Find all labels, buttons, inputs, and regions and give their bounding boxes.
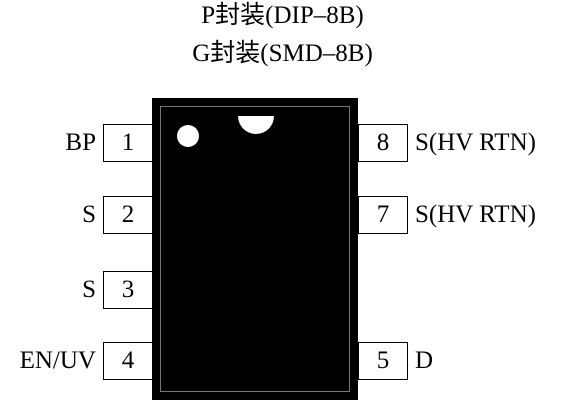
pin-8: 8 bbox=[358, 124, 408, 162]
pin-3-label: S bbox=[82, 276, 96, 303]
ic-package-body bbox=[152, 98, 358, 400]
package-title-dip: P封装(DIP–8B) bbox=[201, 2, 364, 29]
pin-4: 4 bbox=[103, 342, 153, 380]
pin-3: 3 bbox=[103, 271, 153, 309]
package-title-smd: G封装(SMD–8B) bbox=[192, 40, 373, 67]
pin-5-number: 5 bbox=[376, 347, 390, 374]
pin-5: 5 bbox=[358, 342, 408, 380]
pin-1-label: BP bbox=[65, 129, 96, 156]
pin-5-label: D bbox=[415, 347, 434, 374]
pin-1-number: 1 bbox=[121, 129, 135, 156]
pin-3-number: 3 bbox=[121, 276, 135, 303]
pin-8-label: S(HV RTN) bbox=[415, 129, 536, 156]
pin-2-label: S bbox=[82, 201, 96, 228]
pin-7: 7 bbox=[358, 196, 408, 234]
pin-1: 1 bbox=[103, 124, 153, 162]
ic-package-bevel bbox=[160, 106, 350, 392]
pin-7-number: 7 bbox=[376, 201, 390, 228]
pin-2-number: 2 bbox=[121, 201, 135, 228]
package-notch bbox=[238, 116, 274, 134]
pin-2: 2 bbox=[103, 196, 153, 234]
pin1-indicator-dot bbox=[177, 125, 199, 147]
pin-7-label: S(HV RTN) bbox=[415, 201, 536, 228]
pin-8-number: 8 bbox=[376, 129, 390, 156]
pin-4-number: 4 bbox=[121, 347, 135, 374]
pin-4-label: EN/UV bbox=[19, 347, 96, 374]
